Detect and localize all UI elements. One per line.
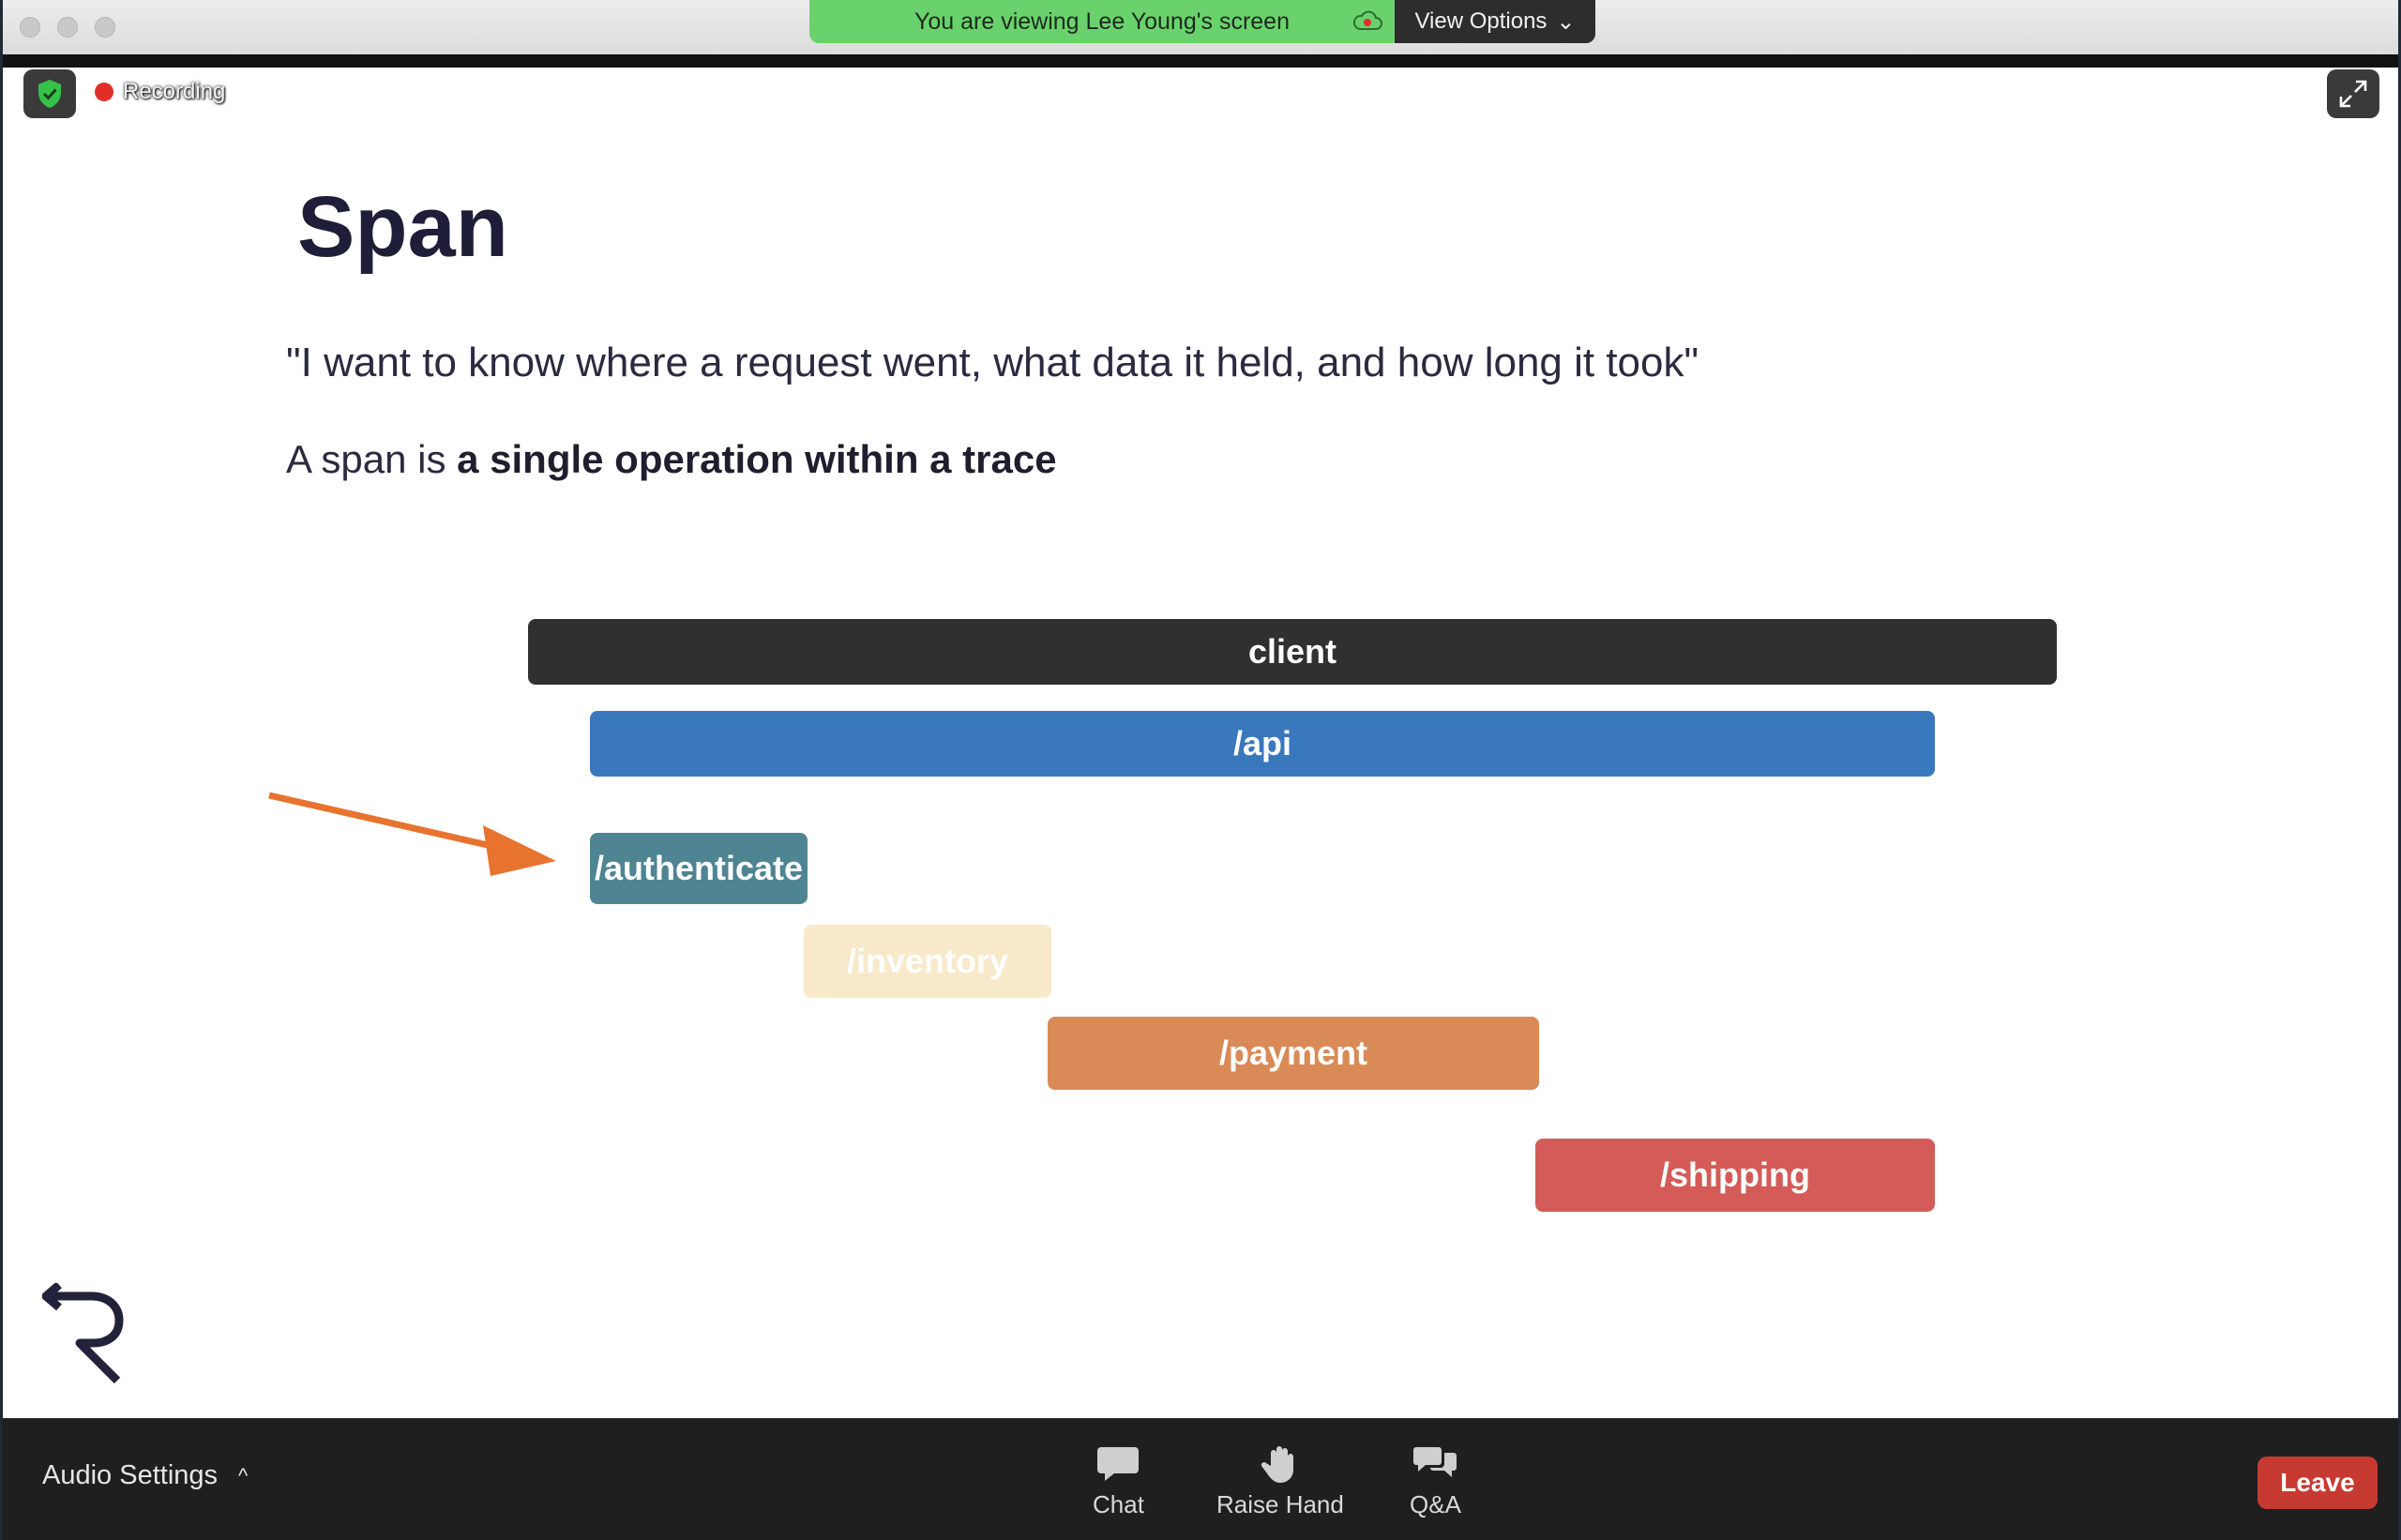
raise-hand-label: Raise Hand — [1216, 1490, 1344, 1518]
slide-title: Span — [297, 179, 508, 275]
definition-emphasis: a single operation within a trace — [457, 437, 1057, 481]
recording-dot-icon — [95, 83, 113, 101]
chevron-up-icon: ^ — [238, 1463, 249, 1487]
shield-check-icon — [38, 80, 61, 108]
qa-button[interactable]: Q&A — [1410, 1443, 1461, 1519]
viewing-banner: You are viewing Lee Young's screen — [809, 0, 1395, 43]
definition-prefix: A span is — [286, 437, 458, 481]
pointer-arrow-icon — [268, 792, 556, 876]
chat-icon — [1097, 1447, 1140, 1481]
maximize-window-button[interactable] — [95, 17, 115, 38]
screen-share-banner: You are viewing Lee Young's screen View … — [809, 0, 1595, 43]
slide-definition: A span is a single operation within a tr… — [286, 437, 1057, 482]
recording-indicator: Recording — [95, 79, 225, 105]
view-options-button[interactable]: View Options ⌄ — [1395, 0, 1595, 43]
audio-settings-label: Audio Settings — [42, 1460, 219, 1490]
meeting-toolbar: Audio Settings ^ Chat Raise Hand Q&A Lea… — [3, 1418, 2398, 1540]
title-bar: You are viewing Lee Young's screen View … — [3, 0, 2398, 55]
span-authenticate: /authenticate — [590, 833, 808, 904]
zoom-window: You are viewing Lee Young's screen View … — [3, 0, 2398, 1540]
close-window-button[interactable] — [20, 17, 40, 38]
divider-bar — [3, 54, 2398, 68]
shared-screen: Recording Span "I want to know where a r… — [3, 68, 2398, 1418]
recording-label: Recording — [123, 79, 226, 104]
qa-label: Q&A — [1410, 1490, 1461, 1518]
span-payment: /payment — [1048, 1017, 1539, 1090]
security-status-button[interactable] — [23, 69, 76, 118]
leave-button[interactable]: Leave — [2258, 1457, 2378, 1509]
return-logo-icon — [42, 1283, 124, 1384]
fullscreen-button[interactable] — [2327, 69, 2379, 118]
raise-hand-icon — [1261, 1446, 1293, 1483]
qa-icon — [1413, 1447, 1457, 1477]
view-options-label: View Options — [1414, 8, 1548, 34]
viewing-banner-text: You are viewing Lee Young's screen — [914, 8, 1290, 35]
audio-settings-button[interactable]: Audio Settings ^ — [42, 1460, 248, 1491]
cloud-icon — [1352, 10, 1382, 30]
span-shipping: /shipping — [1535, 1139, 1935, 1212]
chat-button[interactable]: Chat — [1093, 1443, 1144, 1519]
span-api: /api — [590, 711, 1935, 777]
raise-hand-button[interactable]: Raise Hand — [1216, 1443, 1344, 1519]
chat-label: Chat — [1093, 1490, 1144, 1518]
minimize-window-button[interactable] — [57, 17, 78, 38]
span-inventory: /inventory — [804, 925, 1051, 998]
slide-quote: "I want to know where a request went, wh… — [286, 340, 1699, 385]
span-client: client — [528, 619, 2057, 685]
fullscreen-icon — [2339, 80, 2367, 108]
chevron-down-icon: ⌄ — [1556, 8, 1576, 35]
